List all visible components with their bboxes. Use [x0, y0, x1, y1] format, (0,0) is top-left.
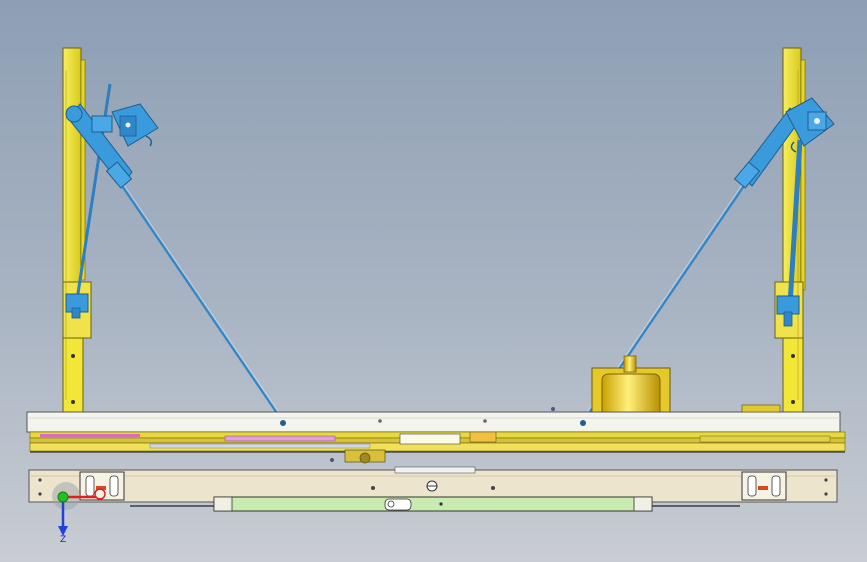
mechanism-strip — [29, 431, 846, 464]
right-frame-post — [774, 47, 806, 414]
guide-bar — [130, 496, 740, 512]
right-arm-assembly — [733, 97, 835, 327]
main-beam — [26, 404, 841, 433]
z-axis-label: Z — [60, 535, 67, 545]
coordinate-triad — [52, 482, 106, 536]
left-arm-assembly — [65, 83, 159, 319]
left-diagonal-cable — [117, 179, 284, 423]
